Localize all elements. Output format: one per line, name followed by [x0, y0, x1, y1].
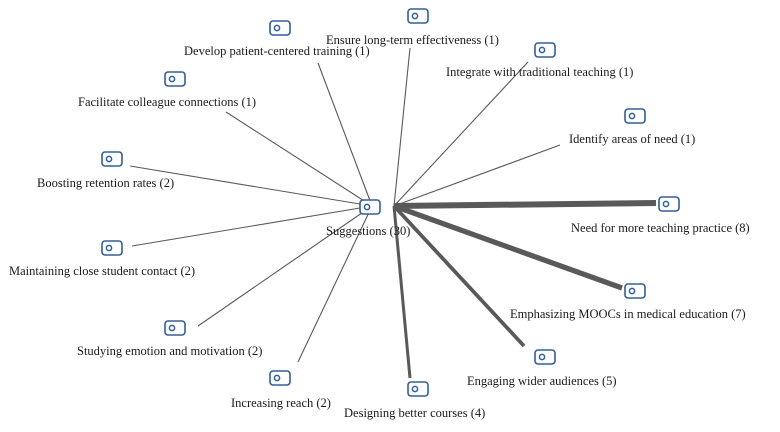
edge-traditional-teaching	[393, 61, 529, 207]
edge-teaching-practice	[393, 200, 657, 209]
node-icon-moocs	[624, 283, 646, 299]
edge-colleague-connections	[225, 111, 373, 207]
node-label-wider-audiences: Engaging wider audiences (5)	[467, 374, 617, 388]
node-label-better-courses: Designing better courses (4)	[344, 406, 486, 420]
center-node-label: Suggestions (30)	[326, 224, 411, 238]
node-label-areas-of-need: Identify areas of need (1)	[569, 132, 696, 146]
node-label-moocs: Emphasizing MOOCs in medical education (…	[510, 307, 746, 321]
edge-retention-rates	[129, 165, 373, 207]
edge-patient-training	[317, 62, 373, 207]
edge-areas-of-need	[393, 144, 561, 207]
node-icon-emotion-motivation	[164, 320, 186, 336]
node-label-emotion-motivation: Studying emotion and motivation (2)	[77, 344, 263, 358]
edge-student-contact	[131, 205, 373, 247]
node-label-traditional-teaching: Integrate with traditional teaching (1)	[446, 65, 634, 79]
node-label-retention-rates: Boosting retention rates (2)	[37, 176, 175, 190]
node-icon-better-courses	[407, 381, 429, 397]
node-label-student-contact: Maintaining close student contact (2)	[9, 264, 196, 278]
edge-better-courses	[392, 205, 412, 379]
edge-emotion-motivation	[197, 205, 373, 327]
node-icon-wider-audiences	[534, 349, 556, 365]
edge-wider-audiences	[392, 204, 526, 348]
node-icon-teaching-practice	[658, 196, 680, 212]
node-icon-increasing-reach	[269, 370, 291, 386]
node-icon-areas-of-need	[624, 108, 646, 124]
node-icon-retention-rates	[101, 151, 123, 167]
edge-long-term	[393, 47, 411, 207]
node-icon-traditional-teaching	[534, 42, 556, 58]
edge-moocs	[393, 203, 623, 291]
edge-increasing-reach	[297, 205, 373, 363]
node-label-colleague-connections: Facilitate colleague connections (1)	[78, 95, 257, 109]
node-icon-student-contact	[101, 240, 123, 256]
node-label-long-term: Ensure long-term effectiveness (1)	[326, 33, 499, 47]
node-label-patient-training: Develop patient-centered training (1)	[184, 44, 370, 58]
center-node-icon	[359, 199, 381, 215]
node-icon-colleague-connections	[164, 71, 186, 87]
node-icon-long-term	[407, 8, 429, 24]
node-label-teaching-practice: Need for more teaching practice (8)	[571, 221, 750, 235]
node-label-increasing-reach: Increasing reach (2)	[231, 396, 331, 410]
node-icon-patient-training	[269, 20, 291, 36]
